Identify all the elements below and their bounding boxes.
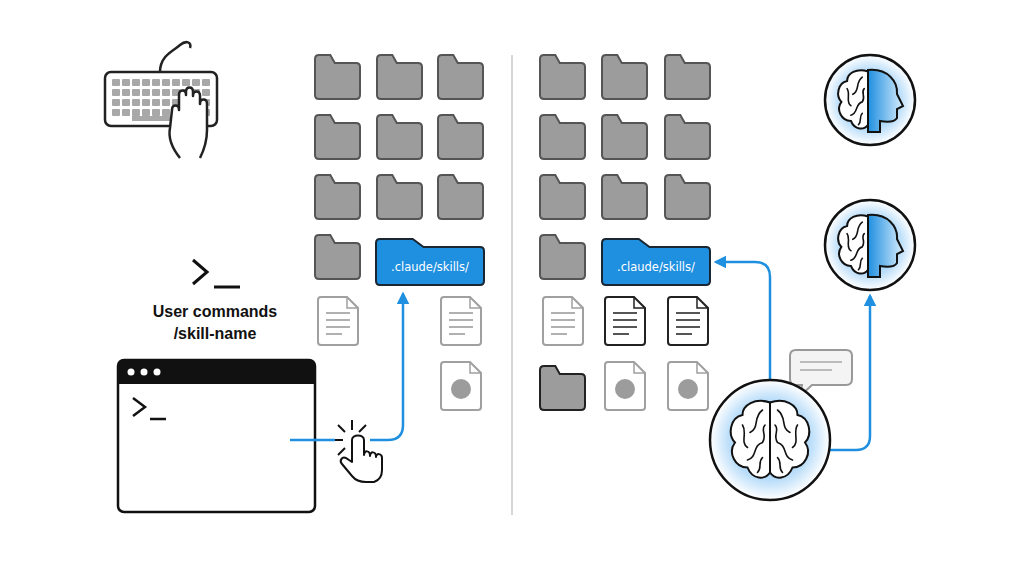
flow-line bbox=[290, 439, 335, 442]
folder-icon bbox=[540, 175, 585, 219]
ai-head-icon bbox=[825, 55, 915, 145]
flow-arrow bbox=[370, 294, 403, 440]
document-icon bbox=[668, 297, 708, 345]
click-hand bbox=[333, 420, 382, 482]
caption-label: /skill-name bbox=[174, 324, 257, 344]
document-icons bbox=[318, 297, 708, 410]
document-icon bbox=[543, 297, 583, 345]
folder-label: .claude/skills/ bbox=[601, 250, 711, 284]
folder-icon bbox=[665, 175, 710, 219]
caption-label: User commands bbox=[153, 302, 278, 322]
folder-icon bbox=[377, 115, 422, 159]
folder-icon bbox=[438, 175, 483, 219]
document-icon bbox=[605, 362, 645, 410]
folder-icon bbox=[665, 55, 710, 99]
folder-icon bbox=[315, 55, 360, 99]
folder-icon bbox=[665, 115, 710, 159]
skills-folder: .claude/skills/ bbox=[601, 238, 711, 286]
terminal-window bbox=[118, 360, 315, 512]
folder-icon bbox=[540, 55, 585, 99]
folder-icon bbox=[602, 115, 647, 159]
folder-icon bbox=[540, 235, 585, 279]
document-icon bbox=[441, 362, 481, 410]
folder-icon bbox=[602, 175, 647, 219]
document-icon bbox=[318, 297, 358, 345]
ai-brain-icon bbox=[710, 380, 830, 500]
document-icon bbox=[605, 297, 645, 345]
prompt-symbol bbox=[193, 260, 240, 287]
folder-icon bbox=[315, 115, 360, 159]
divider-line bbox=[511, 55, 513, 515]
folder-icon bbox=[315, 175, 360, 219]
folder-icon bbox=[438, 115, 483, 159]
folder-icon bbox=[438, 55, 483, 99]
folder-icon bbox=[602, 55, 647, 99]
folder-icon bbox=[315, 235, 360, 279]
folder-icon bbox=[377, 55, 422, 99]
skills-folder: .claude/skills/ bbox=[375, 238, 485, 286]
folder-icon bbox=[540, 115, 585, 159]
document-icon bbox=[668, 362, 708, 410]
ai-head-icon bbox=[825, 200, 915, 290]
keyboard-icon bbox=[105, 42, 217, 158]
folder-label: .claude/skills/ bbox=[375, 250, 485, 284]
flow-arrow bbox=[716, 262, 770, 382]
document-icon bbox=[441, 297, 481, 345]
folder-icon bbox=[377, 175, 422, 219]
folder-icon bbox=[540, 366, 585, 410]
